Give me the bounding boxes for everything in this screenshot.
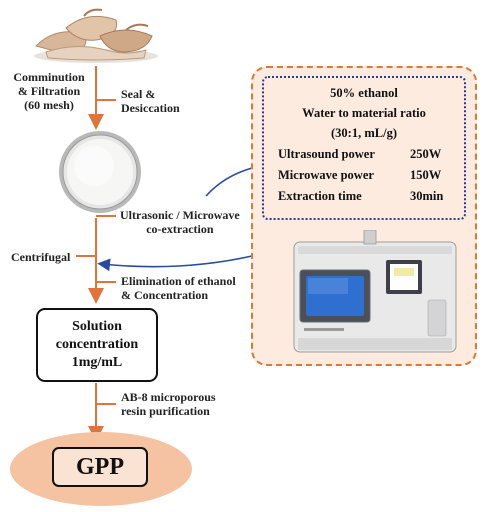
gpp-product-box: GPP bbox=[52, 447, 148, 487]
param-ultrasound-value: 250W bbox=[410, 147, 442, 161]
step-elimination-concentration: Elimination of ethanol & Concentration bbox=[121, 274, 236, 302]
param-microwave-label: Microwave power bbox=[278, 168, 374, 182]
extraction-parameters-box: 50% ethanol Water to material ratio (30:… bbox=[262, 76, 466, 220]
param-ratio-value: (30:1, mL/g) bbox=[331, 126, 397, 140]
step-ultrasonic-co-extraction: Ultrasonic / Microwave co-extraction bbox=[120, 208, 240, 236]
raw-herb-image bbox=[34, 8, 158, 63]
connector-centrifugal bbox=[97, 255, 253, 272]
petri-dish-image bbox=[59, 131, 141, 213]
step-seal-desiccation: Seal & Desiccation bbox=[121, 87, 180, 115]
step-ab8-purification: AB-8 microporous resin purification bbox=[121, 390, 216, 418]
param-time-label: Extraction time bbox=[278, 189, 362, 203]
step-centrifugal: Centrifugal bbox=[11, 250, 71, 264]
param-microwave-value: 150W bbox=[410, 168, 442, 182]
solution-line-2: concentration bbox=[55, 337, 139, 352]
solution-line-1: Solution bbox=[72, 319, 122, 334]
extraction-instrument-image bbox=[293, 230, 457, 353]
param-ultrasound-label: Ultrasound power bbox=[278, 147, 375, 161]
step-comminution: Comminution & Filtration (60 mesh) bbox=[13, 70, 85, 112]
solution-line-3: 1mg/mL bbox=[71, 355, 123, 370]
connector-ultrasonic bbox=[205, 167, 253, 197]
param-time-value: 30min bbox=[410, 189, 444, 203]
param-ethanol: 50% ethanol bbox=[330, 86, 398, 100]
solution-concentration-box: Solution concentration 1mg/mL bbox=[36, 308, 158, 382]
param-ratio-label: Water to material ratio bbox=[302, 106, 426, 120]
